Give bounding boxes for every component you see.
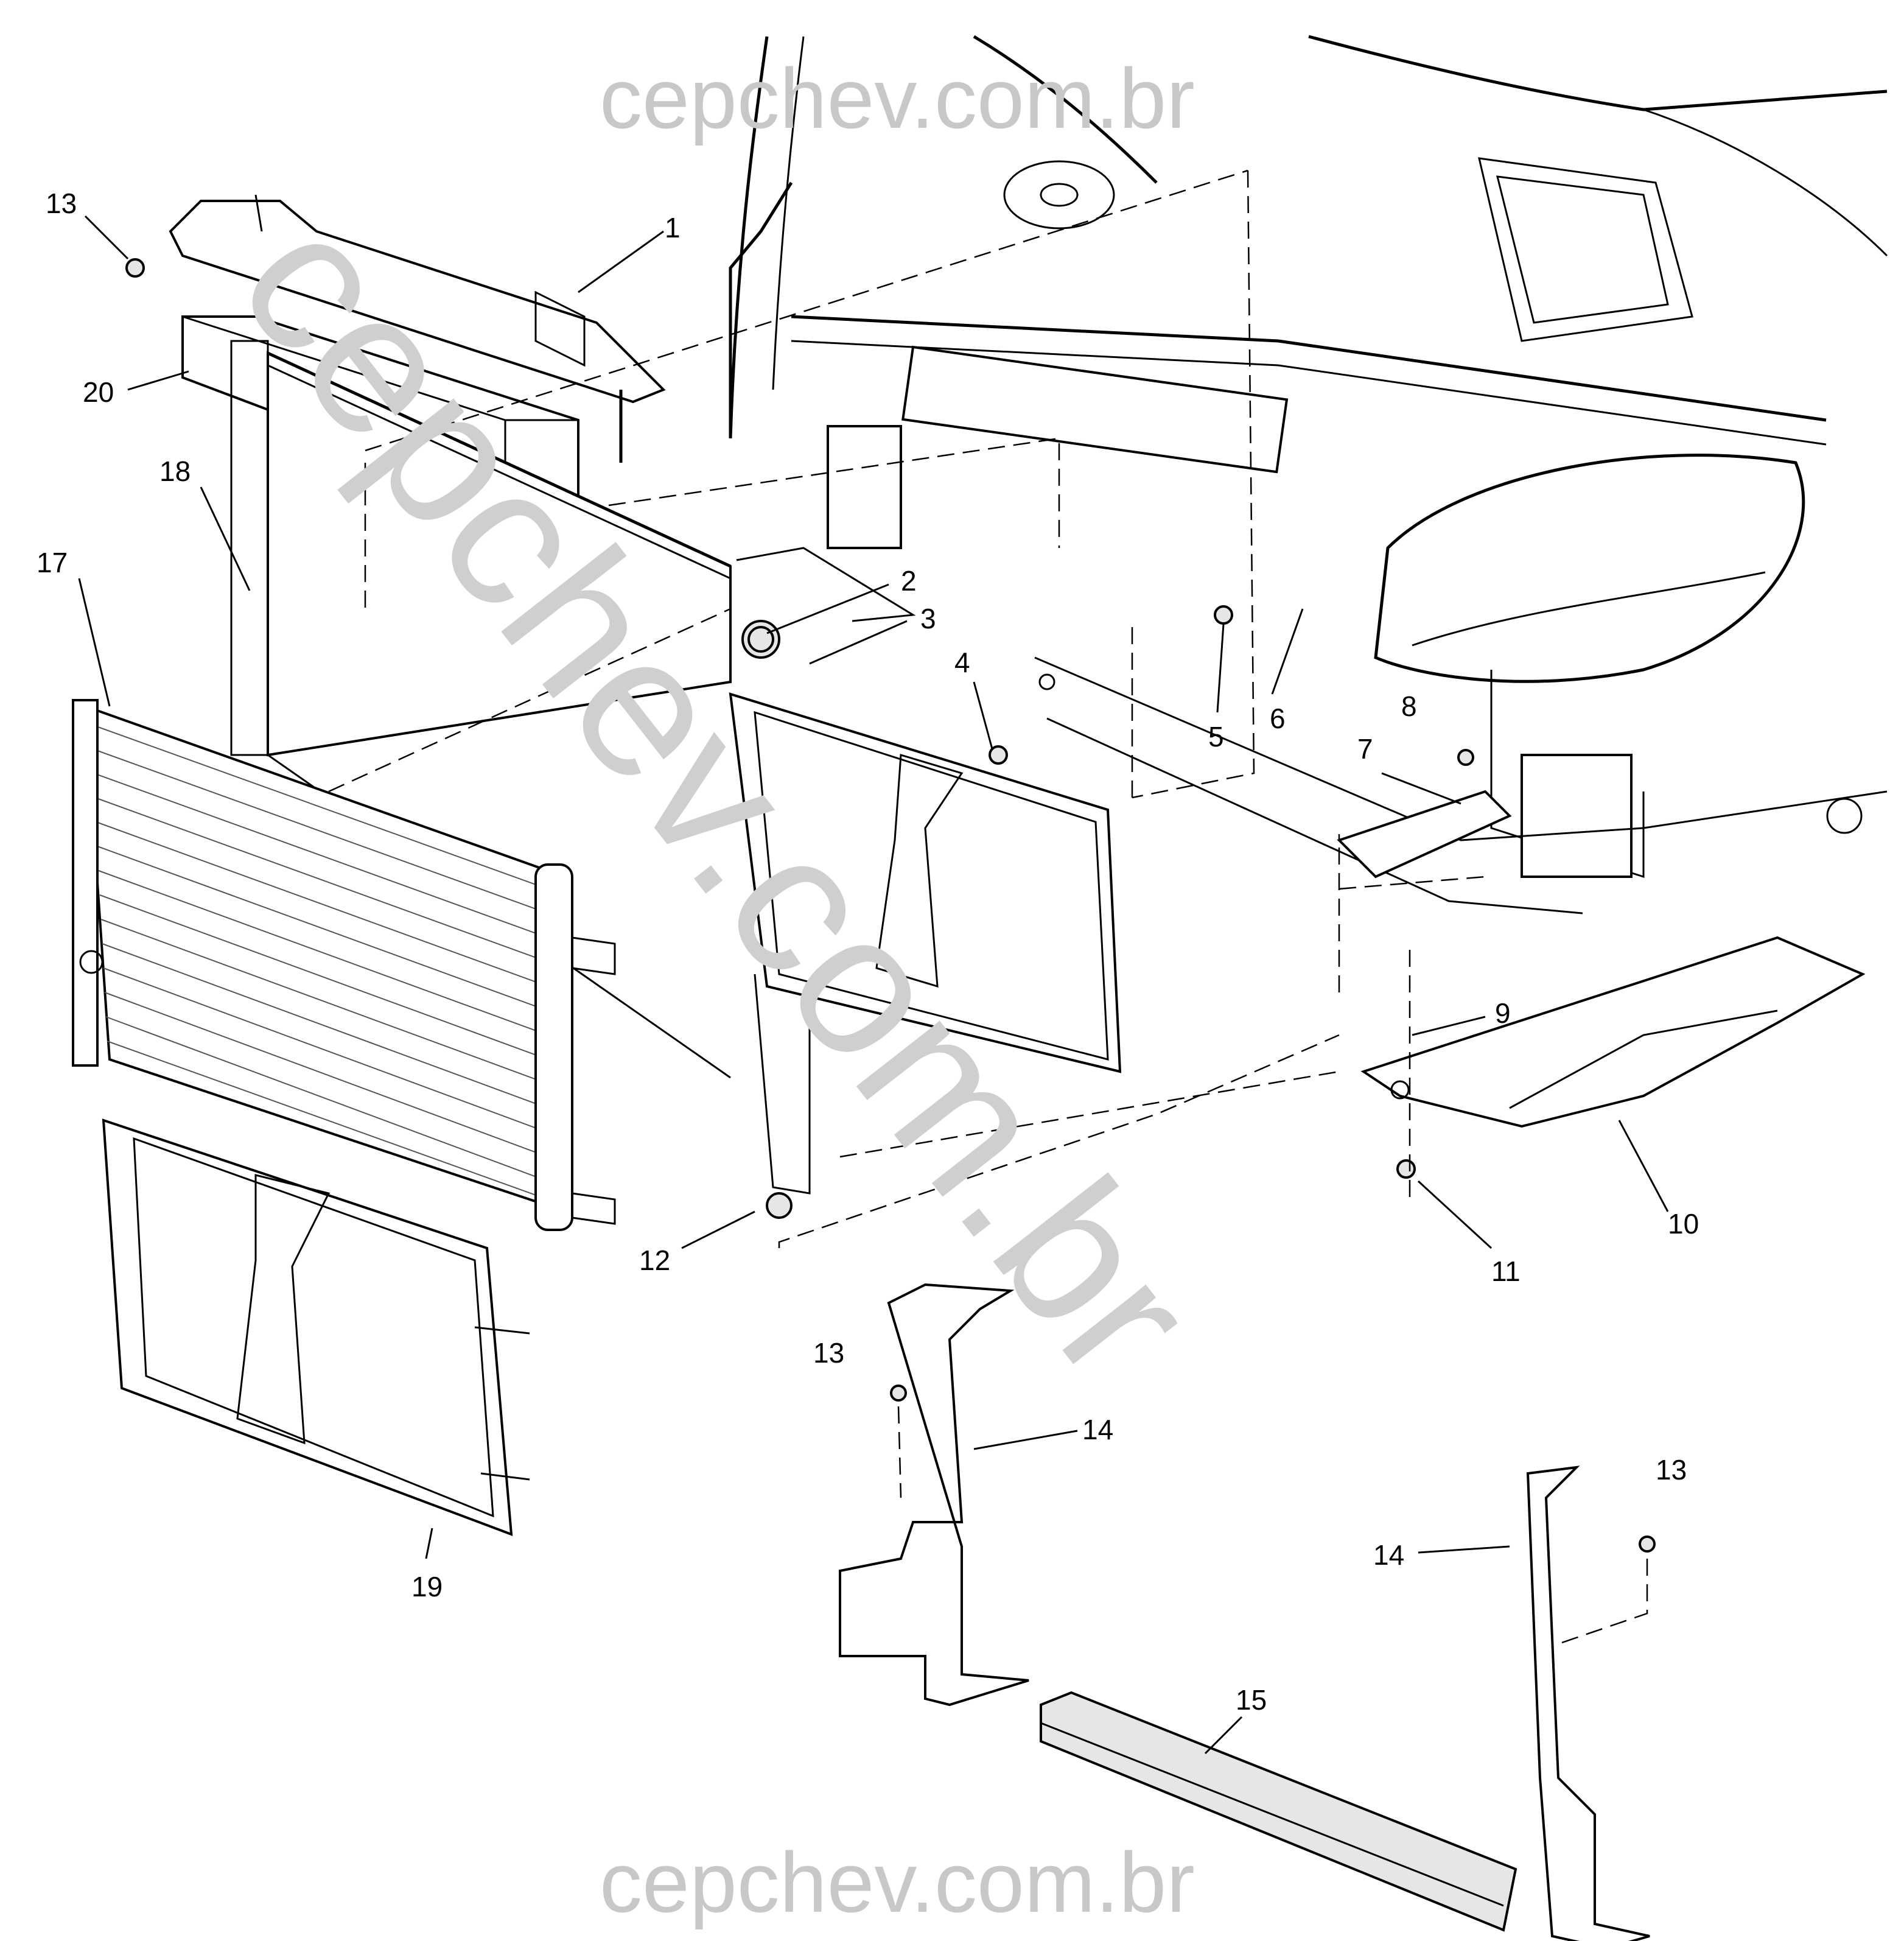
callout-8: 8 xyxy=(1401,690,1417,722)
callout-18: 18 xyxy=(159,455,191,487)
vehicle-body-structure xyxy=(729,35,1888,914)
callout-13-top-left: 13 xyxy=(46,188,77,219)
watermark-bottom: cepchev.com.br xyxy=(600,1834,1195,1930)
bracket-plate xyxy=(1337,790,1512,879)
side-air-baffle-left xyxy=(839,1283,1029,1707)
callout-7: 7 xyxy=(1357,733,1373,765)
upper-air-baffle xyxy=(169,194,666,463)
callout-4: 4 xyxy=(954,647,970,678)
callout-labels: 13 1 20 18 17 2 3 4 5 6 8 7 9 10 11 12 1… xyxy=(37,188,1699,1716)
callout-6: 6 xyxy=(1270,703,1286,734)
lower-air-deflector xyxy=(1040,1691,1517,1932)
leader-lines xyxy=(78,215,1669,1755)
ac-condenser xyxy=(72,699,616,1231)
callout-13-center: 13 xyxy=(813,1337,844,1369)
callout-1: 1 xyxy=(665,212,681,244)
fan-shroud-lower xyxy=(102,1118,530,1536)
callout-15: 15 xyxy=(1236,1684,1267,1716)
callout-3: 3 xyxy=(920,603,936,634)
alignment-lines xyxy=(328,169,1648,1645)
side-air-baffle-right xyxy=(1526,1465,1650,1941)
callout-2: 2 xyxy=(901,565,917,597)
callout-20: 20 xyxy=(83,376,114,408)
fan-shroud-upper xyxy=(729,547,1122,1195)
callout-10: 10 xyxy=(1668,1208,1699,1240)
watermark-top: cepchev.com.br xyxy=(600,51,1195,146)
callout-12: 12 xyxy=(639,1244,670,1276)
callout-14-left: 14 xyxy=(1082,1414,1113,1445)
front-support-bracket xyxy=(1360,936,1866,1128)
callout-13-right: 13 xyxy=(1656,1454,1687,1486)
callout-5: 5 xyxy=(1208,721,1224,753)
callout-14-right: 14 xyxy=(1373,1539,1404,1571)
callout-9: 9 xyxy=(1495,997,1511,1029)
callout-17: 17 xyxy=(37,547,68,578)
callout-19: 19 xyxy=(411,1571,443,1602)
callout-11: 11 xyxy=(1491,1255,1521,1287)
